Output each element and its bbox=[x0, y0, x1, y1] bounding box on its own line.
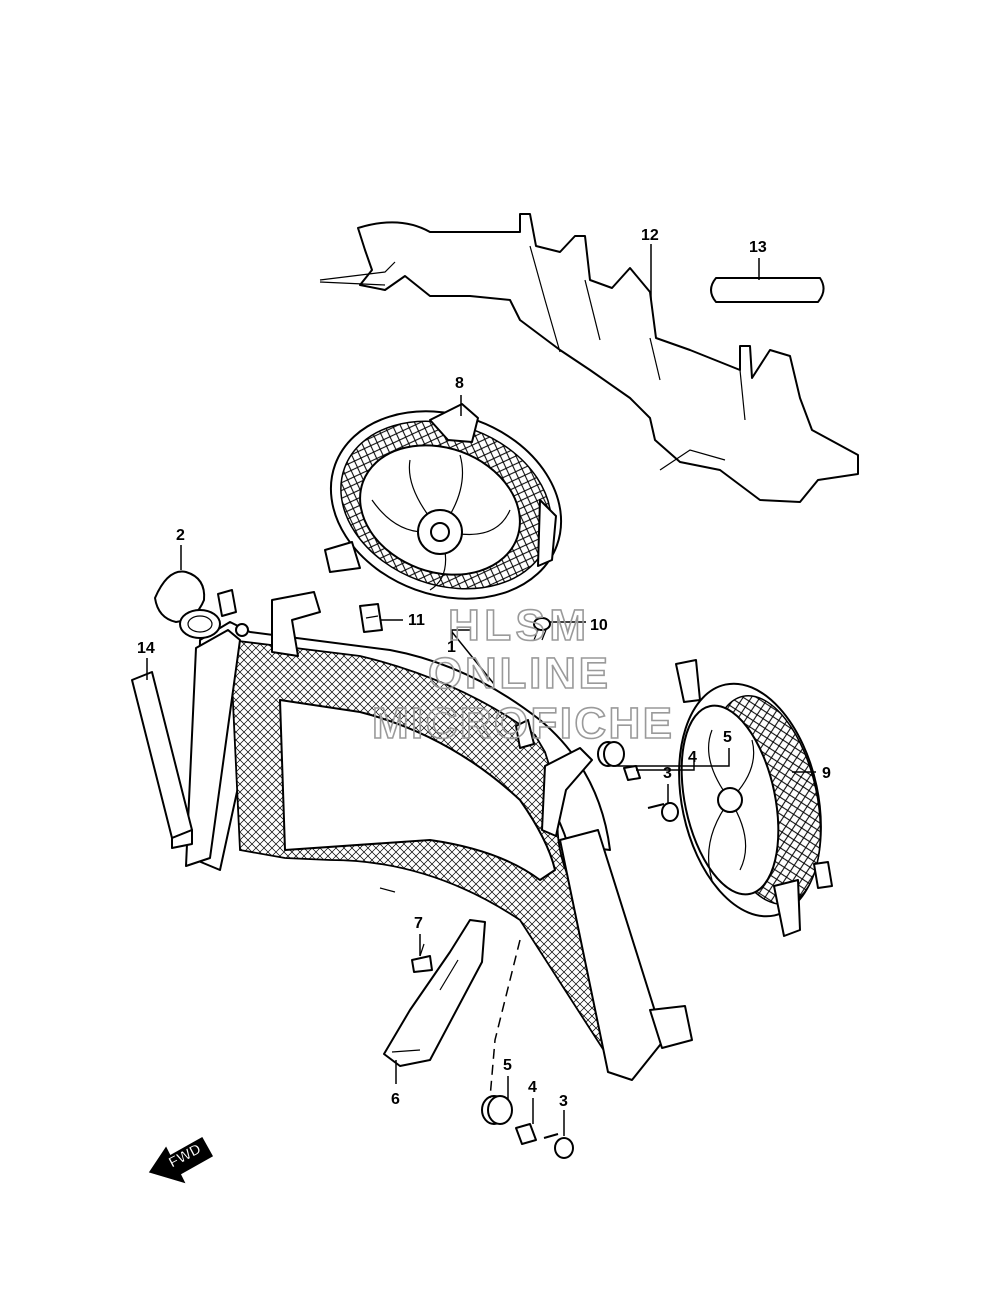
watermark-line-1: HLSM bbox=[448, 601, 586, 650]
bolt-part-3-lower bbox=[543, 1133, 574, 1159]
fwd-arrow-icon: FWD bbox=[148, 1136, 214, 1184]
watermark: HLSM ONLINE MICROFICHE bbox=[371, 600, 673, 749]
callout-13: 13 bbox=[749, 239, 767, 256]
bracket-part-6 bbox=[383, 919, 486, 1067]
callout-8: 8 bbox=[455, 375, 464, 392]
grommet-part-5-upper bbox=[597, 741, 625, 767]
callout-4-upper: 4 bbox=[688, 749, 697, 766]
callout-5-lower: 5 bbox=[503, 1057, 512, 1074]
callout-5-upper: 5 bbox=[723, 729, 732, 746]
callout-12: 12 bbox=[641, 227, 659, 244]
callout-6: 6 bbox=[391, 1091, 400, 1108]
bolt-part-3-upper bbox=[647, 802, 679, 822]
bolt-part-10 bbox=[533, 617, 551, 641]
watermark-line-3: MICROFICHE bbox=[372, 699, 672, 748]
callout-3-lower: 3 bbox=[559, 1093, 568, 1110]
cooling-fan-part-9 bbox=[675, 659, 833, 937]
callout-1: 1 bbox=[447, 639, 456, 656]
radiator-cover-part-12 bbox=[319, 213, 859, 503]
collar-part-4-lower bbox=[515, 1123, 537, 1145]
watermark-line-2: ONLINE bbox=[428, 649, 608, 698]
bolt-part-7 bbox=[411, 943, 433, 973]
clip-nut-part-11 bbox=[359, 603, 383, 633]
leader-lines bbox=[146, 244, 816, 1136]
cooling-fan-part-8 bbox=[324, 403, 563, 600]
collar-part-4-upper bbox=[623, 765, 641, 781]
callout-7: 7 bbox=[414, 915, 423, 932]
callout-9: 9 bbox=[822, 765, 831, 782]
callout-3-upper: 3 bbox=[663, 765, 672, 782]
radiator-part-1 bbox=[185, 591, 693, 1081]
callout-10: 10 bbox=[590, 617, 608, 634]
callout-labels: 1 2 14 11 10 8 12 13 9 5 4 3 5 4 3 6 7 bbox=[137, 227, 831, 1110]
foam-strip-part-14 bbox=[131, 671, 193, 849]
callout-2: 2 bbox=[176, 527, 185, 544]
callout-4-lower: 4 bbox=[528, 1079, 537, 1096]
radiator-cap-part-2 bbox=[154, 570, 249, 639]
label-part-13 bbox=[710, 277, 825, 303]
grommet-part-5-lower bbox=[481, 1095, 513, 1125]
callout-14: 14 bbox=[137, 640, 155, 657]
callout-11: 11 bbox=[408, 612, 425, 629]
